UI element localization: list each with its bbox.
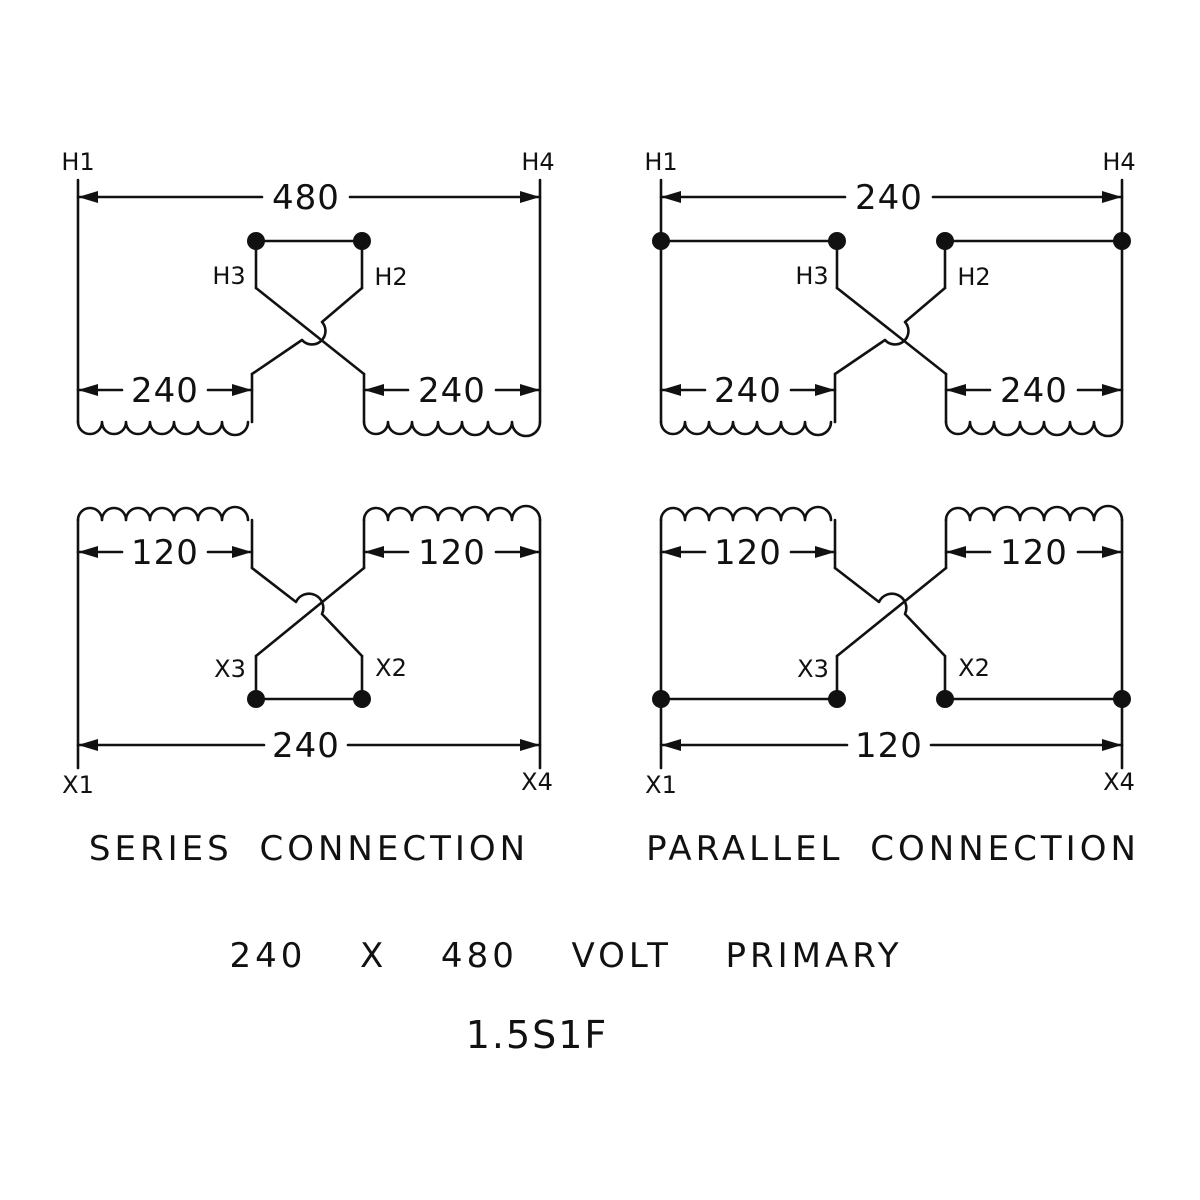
parallel-h3-terminal-dot [828, 232, 846, 250]
series-primary-cross-a [254, 286, 366, 376]
series-dim-arrow [520, 739, 540, 751]
series-dim-arrow [232, 384, 252, 396]
series-dim-arrow [520, 191, 540, 203]
series-h4-label: H4 [521, 148, 554, 176]
parallel-x4-terminal-dot [1113, 690, 1131, 708]
parallel-primary-total-dim: 240 [855, 178, 923, 218]
parallel-h1-terminal-dot [652, 232, 670, 250]
series-x4-label: X4 [521, 768, 553, 796]
series-secondary-total-dim: 240 [272, 726, 340, 766]
model-number: 1.5S1F [466, 1013, 609, 1057]
series-x2-label: X2 [375, 654, 407, 682]
parallel-h4-terminal-dot [1113, 232, 1131, 250]
series-h2-label: H2 [374, 263, 407, 291]
voltage-title: 240 X 480 VOLT PRIMARY [230, 936, 903, 976]
parallel-primary-cross-a [835, 286, 948, 376]
series-x2-terminal-dot [353, 690, 371, 708]
parallel-primary-right-dim: 240 [1000, 371, 1068, 411]
parallel-dim-arrow [946, 546, 966, 558]
series-primary-cross-b [250, 286, 364, 376]
parallel-x1-label: X1 [645, 771, 677, 799]
parallel-x2-label: X2 [958, 654, 990, 682]
series-secondary-cross-b [250, 566, 364, 658]
parallel-secondary-coil-right [944, 504, 1124, 522]
parallel-primary-cross-b [833, 286, 947, 376]
series-primary-coil-right [362, 420, 542, 438]
parallel-secondary-total-dim: 120 [855, 726, 923, 766]
series-secondary-coil-right [362, 504, 542, 522]
parallel-x1-terminal-dot [652, 690, 670, 708]
series-dim-arrow [78, 546, 98, 558]
parallel-diagram: 240 240 240 H1 H4 H3 H2 [644, 148, 1140, 869]
series-x1-label: X1 [62, 771, 94, 799]
series-secondary-left-dim: 120 [131, 533, 199, 573]
parallel-dim-arrow [1102, 191, 1122, 203]
series-primary-total-dim: 480 [272, 178, 340, 218]
series-dim-arrow [520, 384, 540, 396]
parallel-secondary-cross-b [833, 566, 947, 658]
parallel-caption: PARALLEL CONNECTION [646, 829, 1140, 869]
parallel-dim-arrow [1102, 739, 1122, 751]
parallel-dim-arrow [815, 384, 835, 396]
parallel-dim-arrow [1102, 384, 1122, 396]
series-dim-arrow [364, 384, 384, 396]
parallel-h2-label: H2 [957, 263, 990, 291]
series-primary-left-dim: 240 [131, 371, 199, 411]
series-h3-terminal-dot [247, 232, 265, 250]
series-secondary-coil-left [76, 505, 250, 522]
parallel-dim-arrow [661, 546, 681, 558]
parallel-secondary-right-dim: 120 [1000, 533, 1068, 573]
series-dim-arrow [232, 546, 252, 558]
parallel-primary-coil-right [944, 420, 1124, 438]
series-diagram: 480 240 240 H1 H4 H3 H2 [61, 148, 554, 869]
parallel-x3-label: X3 [797, 655, 829, 683]
parallel-secondary-cross-a [835, 566, 948, 658]
series-x3-label: X3 [214, 655, 246, 683]
series-dim-arrow [78, 191, 98, 203]
parallel-x3-terminal-dot [828, 690, 846, 708]
series-secondary-right-dim: 120 [418, 533, 486, 573]
parallel-secondary-left-dim: 120 [714, 533, 782, 573]
parallel-dim-arrow [661, 384, 681, 396]
series-dim-arrow [364, 546, 384, 558]
parallel-h3-label: H3 [795, 262, 828, 290]
parallel-secondary-coil-left [659, 505, 833, 522]
parallel-x4-label: X4 [1103, 768, 1135, 796]
parallel-h2-terminal-dot [936, 232, 954, 250]
parallel-dim-arrow [1102, 546, 1122, 558]
series-primary-coil-left [76, 420, 250, 437]
series-primary-right-dim: 240 [418, 371, 486, 411]
parallel-primary-coil-left [659, 420, 833, 437]
parallel-x2-terminal-dot [936, 690, 954, 708]
series-dim-arrow [78, 384, 98, 396]
parallel-dim-arrow [661, 739, 681, 751]
series-secondary-cross-a [254, 566, 366, 658]
series-dim-arrow [520, 546, 540, 558]
parallel-dim-arrow [946, 384, 966, 396]
parallel-dim-arrow [661, 191, 681, 203]
series-x3-terminal-dot [247, 690, 265, 708]
parallel-h4-label: H4 [1102, 148, 1135, 176]
parallel-primary-left-dim: 240 [714, 371, 782, 411]
parallel-dim-arrow [815, 546, 835, 558]
series-dim-arrow [78, 739, 98, 751]
series-caption: SERIES CONNECTION [89, 829, 529, 869]
parallel-h1-label: H1 [644, 148, 677, 176]
series-h3-label: H3 [212, 262, 245, 290]
series-h2-terminal-dot [353, 232, 371, 250]
series-h1-label: H1 [61, 148, 94, 176]
